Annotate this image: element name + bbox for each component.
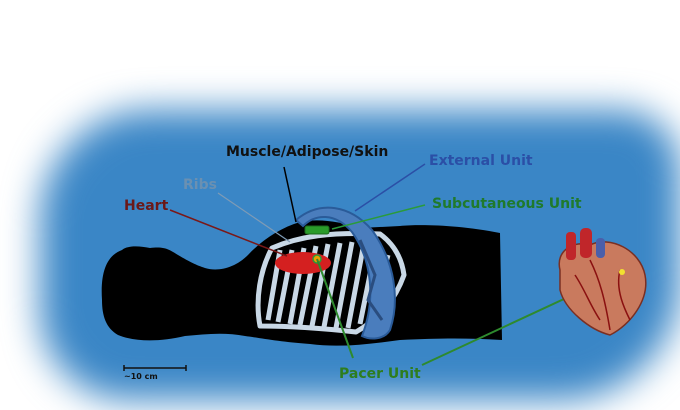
scale-bar-label: ~10 cm (124, 372, 158, 381)
body-silhouette (101, 220, 503, 346)
label-muscle-adipose-skin: Muscle/Adipose/Skin (226, 144, 389, 160)
muscle-leader (283, 166, 297, 223)
subcutaneous-unit-shape (304, 225, 330, 235)
external-unit-band (294, 206, 396, 340)
label-external-unit: External Unit (429, 153, 533, 169)
label-subcutaneous-unit: Subcutaneous Unit (432, 196, 582, 212)
label-ribs: Ribs (183, 177, 217, 193)
label-heart: Heart (124, 198, 169, 214)
pacer-leader (316, 258, 354, 359)
heart-illustration (558, 228, 647, 336)
external-leader (354, 163, 426, 212)
label-pacer-unit: Pacer Unit (339, 366, 421, 382)
subcutaneous-leader (331, 204, 426, 230)
heart-leader (169, 209, 288, 257)
ribs-leader (217, 192, 291, 243)
scale-bar (123, 365, 187, 371)
